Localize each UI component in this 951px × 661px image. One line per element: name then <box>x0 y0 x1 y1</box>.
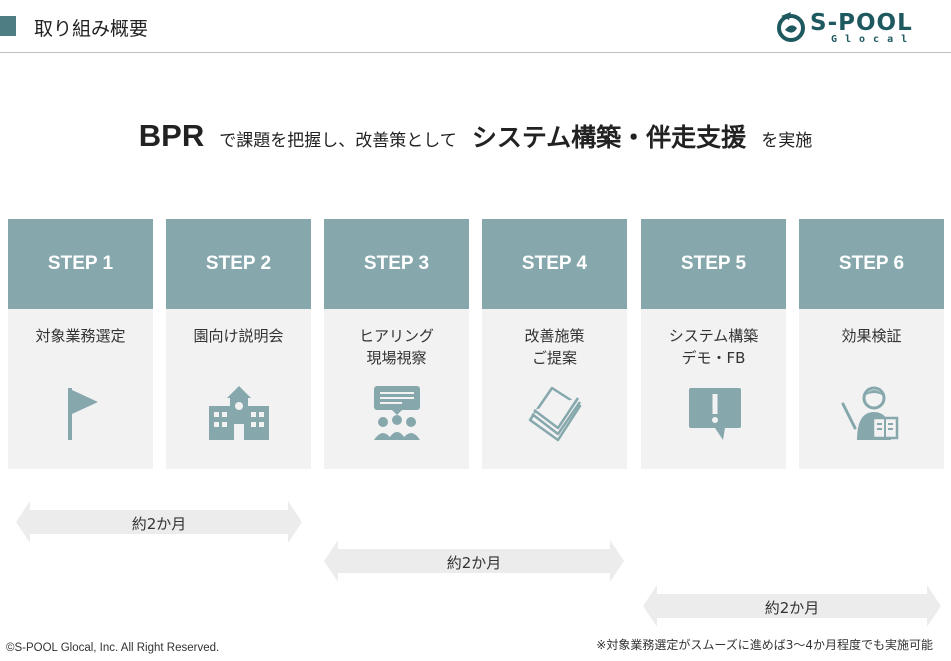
step-card-4: STEP 4 改善施策 ご提案 <box>482 219 627 469</box>
step-label: ヒアリング 現場視察 <box>358 327 434 367</box>
step-heading: STEP 4 <box>482 219 627 309</box>
double-arrow-icon <box>643 585 941 627</box>
period-arrow-2: 約2か月 <box>324 540 624 582</box>
documents-icon <box>482 384 627 444</box>
step-heading: STEP 2 <box>166 219 311 309</box>
flag-icon <box>8 384 153 444</box>
step-label: 園向け説明会 <box>193 327 284 345</box>
school-building-icon <box>166 384 311 444</box>
meeting-icon <box>324 384 469 444</box>
logo-subtext: Glocal <box>831 34 916 45</box>
period-label: 約2か月 <box>764 599 820 617</box>
step-heading: STEP 5 <box>641 219 786 309</box>
company-logo: S-POOL Glocal <box>777 8 942 50</box>
step-heading: STEP 6 <box>799 219 944 309</box>
double-arrow-icon <box>16 501 302 543</box>
step-label: 対象業務選定 <box>35 327 126 345</box>
headline-middle: で課題を把握し、改善策として <box>219 131 457 151</box>
headline-emphasis: システム構築・伴走支援 <box>471 123 747 152</box>
presenter-icon <box>799 384 944 444</box>
headline: BPR で課題を把握し、改善策として システム構築・伴走支援 を実施 <box>0 118 951 154</box>
double-arrow-icon <box>324 540 624 582</box>
headline-end: を実施 <box>761 131 813 151</box>
period-arrow-1: 約2か月 <box>16 501 302 543</box>
title-marker <box>0 16 16 36</box>
step-card-3: STEP 3 ヒアリング 現場視察 <box>324 219 469 469</box>
footnote: ※対象業務選定がスムーズに進めば3～4か月程度でも実施可能 <box>596 638 933 652</box>
step-label: 効果検証 <box>841 327 902 345</box>
header-divider <box>0 52 951 53</box>
period-label: 約2か月 <box>446 554 502 572</box>
headline-bpr: BPR <box>138 118 205 153</box>
step-card-5: STEP 5 システム構築 デモ・FB <box>641 219 786 469</box>
step-heading: STEP 3 <box>324 219 469 309</box>
step-label: 改善施策 ご提案 <box>524 327 585 367</box>
step-card-2: STEP 2 園向け説明会 <box>166 219 311 469</box>
alert-speech-bubble-icon <box>641 384 786 444</box>
step-card-6: STEP 6 効果検証 <box>799 219 944 469</box>
period-arrow-3: 約2か月 <box>643 585 941 627</box>
logo-mark-icon <box>777 12 805 42</box>
step-heading: STEP 1 <box>8 219 153 309</box>
logo-text: S-POOL <box>810 10 913 36</box>
period-label: 約2か月 <box>131 515 187 533</box>
page-title: 取り組み概要 <box>34 18 149 40</box>
step-card-1: STEP 1 対象業務選定 <box>8 219 153 469</box>
copyright: ©S-POOL Glocal, Inc. All Right Reserved. <box>6 642 220 654</box>
step-label: システム構築 デモ・FB <box>668 327 759 367</box>
